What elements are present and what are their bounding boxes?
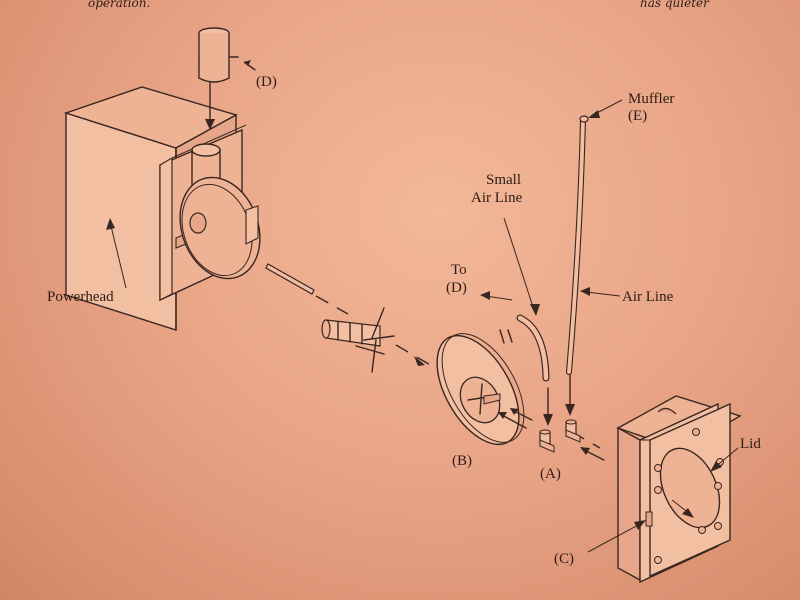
- label-d-cap: (D): [256, 74, 277, 90]
- impeller-housing: [179, 176, 261, 280]
- impeller-shaft: [265, 263, 315, 295]
- air-line-tube: [566, 115, 589, 375]
- air-diffuser-cap: [198, 27, 239, 83]
- label-small-air-line-2: Air Line: [471, 190, 523, 206]
- label-a: (A): [540, 466, 561, 482]
- cutoff-text-right: has quieter: [640, 0, 709, 10]
- impeller: [321, 307, 395, 373]
- label-b: (B): [452, 453, 472, 469]
- impeller-cover-disk: [436, 329, 525, 446]
- label-small-air-line-1: Small: [486, 172, 522, 188]
- cutoff-text-left: operation.: [88, 0, 151, 10]
- lid-plate: [616, 395, 742, 584]
- small-air-line: [516, 314, 550, 382]
- label-to: To: [451, 262, 467, 278]
- label-muffler: Muffler: [628, 91, 675, 107]
- check-valve-fittings: [539, 419, 581, 453]
- label-muffler-e: (E): [628, 108, 648, 124]
- leader-lines: [106, 99, 739, 553]
- label-to-d: (D): [446, 280, 467, 296]
- label-c: (C): [554, 551, 574, 567]
- label-powerhead: Powerhead: [47, 289, 114, 305]
- label-lid: Lid: [740, 436, 761, 452]
- label-air-line: Air Line: [622, 289, 674, 305]
